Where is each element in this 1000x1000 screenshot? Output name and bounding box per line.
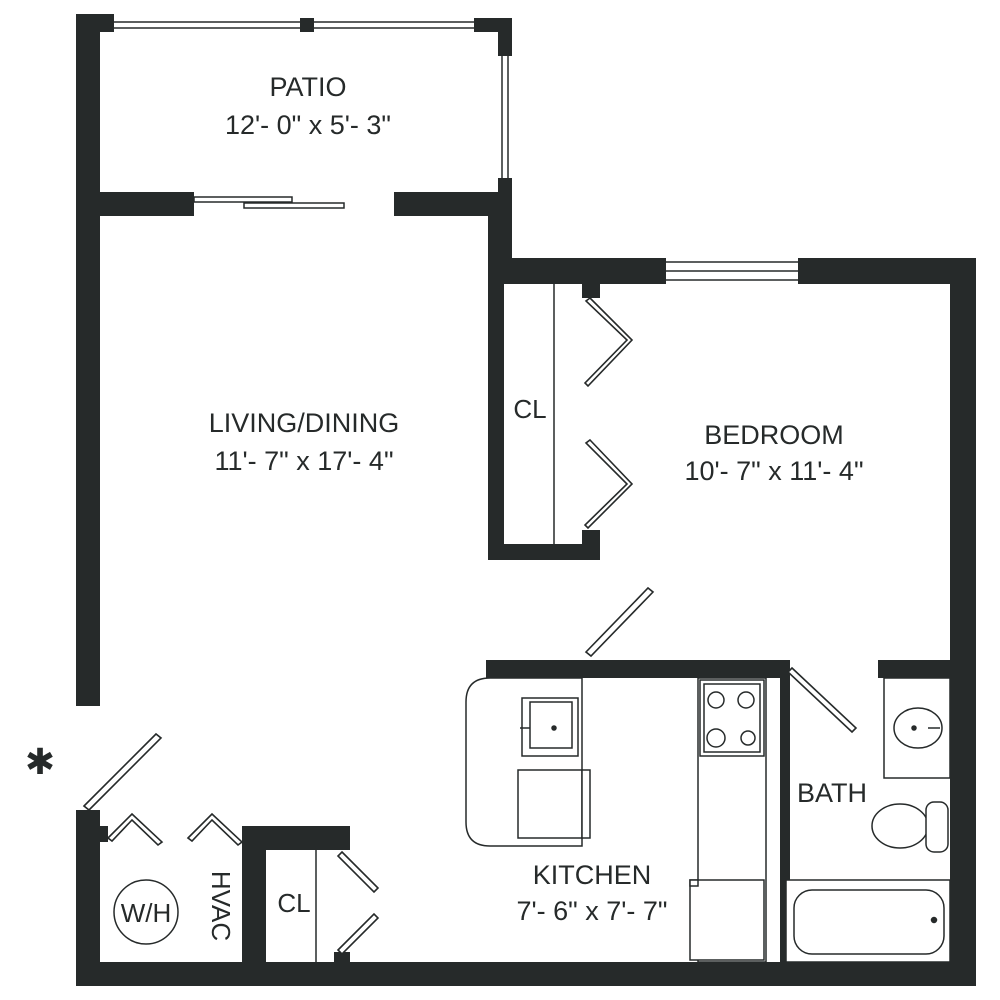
entry-door bbox=[82, 732, 163, 812]
wall-hall-closet-top bbox=[242, 826, 350, 850]
refrigerator bbox=[689, 879, 765, 961]
toilet-bowl bbox=[871, 803, 929, 849]
hall-closet-door-bottom bbox=[336, 912, 380, 956]
water-heater-label: W/H bbox=[121, 898, 172, 928]
hall-closet-door-top bbox=[336, 850, 380, 894]
labels: PATIO 12'- 0" x 5'- 3" LIVING/DINING 11'… bbox=[25, 72, 867, 941]
wh-bifold-door-right bbox=[186, 812, 244, 847]
closet-post-bottom bbox=[582, 530, 600, 560]
bath-sink bbox=[893, 707, 943, 749]
wall-patio-left-cap bbox=[76, 14, 114, 32]
wall-closet-bottom bbox=[488, 544, 600, 560]
wall-kitchen-top bbox=[486, 660, 790, 678]
kitchen-fixtures bbox=[465, 677, 767, 963]
windows bbox=[114, 21, 798, 281]
living-dimensions: 11'- 7" x 17'- 4" bbox=[214, 446, 393, 476]
bath-fixtures bbox=[113, 677, 951, 963]
closet-bifold-door-top bbox=[583, 296, 634, 388]
wall-bath-top-right bbox=[878, 660, 976, 678]
sliding-patio-door bbox=[193, 196, 345, 209]
hvac-label: HVAC bbox=[206, 871, 236, 941]
closet-bifold-door-bottom bbox=[583, 438, 634, 530]
wall-right-exterior bbox=[950, 258, 976, 986]
bath-label: BATH bbox=[797, 778, 867, 808]
wall-bath-left bbox=[780, 660, 790, 986]
bedroom-dimensions: 10'- 7" x 11'- 4" bbox=[684, 456, 863, 486]
wall-hvac-right bbox=[242, 826, 266, 986]
bath-door bbox=[786, 666, 858, 734]
patio-post-right-vertical bbox=[498, 18, 512, 56]
kitchen-sink-basin bbox=[529, 701, 573, 749]
doors bbox=[82, 296, 858, 956]
hall-closet-post-bottom bbox=[334, 952, 350, 966]
wh-bifold-door-left bbox=[106, 812, 164, 847]
wall-patio-living-left bbox=[76, 192, 194, 216]
water-heater bbox=[113, 879, 179, 945]
kitchen-dimensions: 7'- 6" x 7'- 7" bbox=[516, 896, 667, 926]
wall-bedroom-top-left bbox=[488, 258, 666, 284]
lower-left-post bbox=[96, 826, 108, 842]
toilet-tank bbox=[925, 801, 949, 853]
bedroom-closet-label: CL bbox=[513, 394, 546, 424]
wall-left-exterior bbox=[76, 18, 100, 706]
dishwasher bbox=[517, 769, 583, 839]
hall-closet-label: CL bbox=[277, 888, 310, 918]
wall-closet-left bbox=[488, 258, 504, 560]
wall-bottom-exterior bbox=[76, 962, 976, 986]
bedroom-label: BEDROOM bbox=[704, 420, 844, 450]
bedroom-door bbox=[584, 586, 655, 658]
wall-bedroom-top-right bbox=[798, 258, 976, 284]
living-label: LIVING/DINING bbox=[209, 408, 400, 438]
patio-post-middle bbox=[300, 18, 314, 32]
closet-lines bbox=[315, 284, 555, 962]
patio-dimensions: 12'- 0" x 5'- 3" bbox=[225, 110, 391, 140]
walls bbox=[76, 14, 976, 986]
closet-post-top bbox=[582, 284, 600, 298]
entry-marker-icon: ✱ bbox=[25, 741, 55, 782]
kitchen-label: KITCHEN bbox=[533, 860, 652, 890]
patio-label: PATIO bbox=[269, 72, 346, 102]
